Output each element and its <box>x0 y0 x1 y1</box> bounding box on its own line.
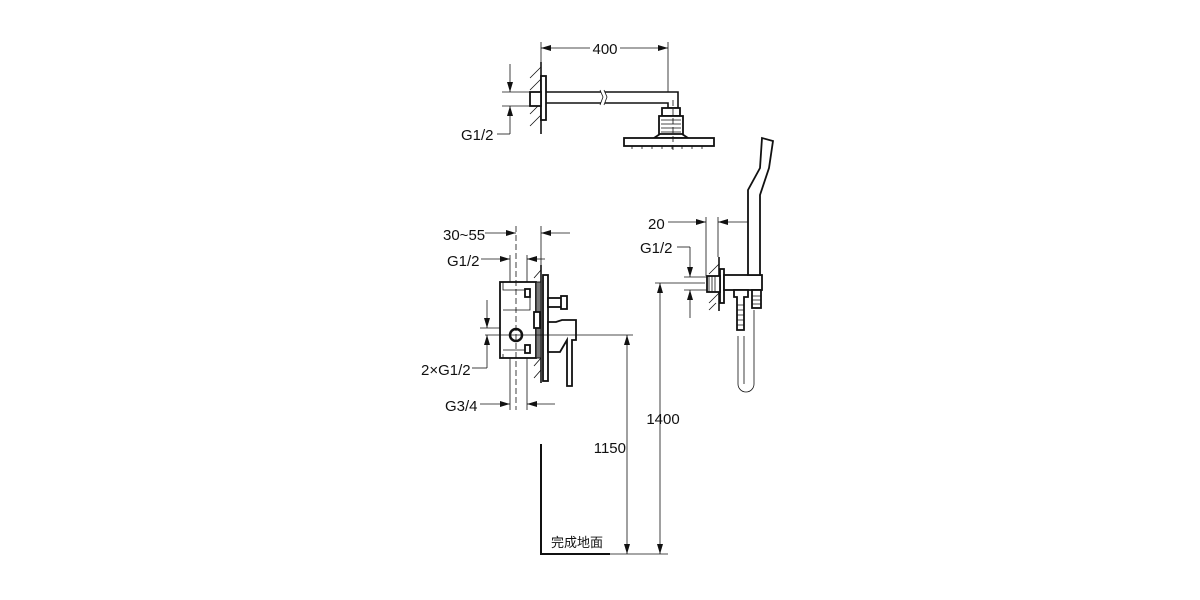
concealed-mixer <box>485 226 633 410</box>
floor-label: 完成地面 <box>551 536 603 551</box>
outlet-offset-label: 20 <box>648 216 665 233</box>
mixer-height-label: 1150 <box>594 440 626 457</box>
dimension-outlet-offset: 20 <box>648 216 748 276</box>
dimension-head-inlet: G1/2 <box>461 64 530 144</box>
overhead-shower <box>529 62 715 150</box>
outlet-thread-label: G1/2 <box>640 240 673 257</box>
dimension-arm-length: 400 <box>540 41 669 92</box>
dimension-mixer-inlet: G1/2 <box>447 253 545 282</box>
mixer-inlet-label: G1/2 <box>447 253 480 270</box>
dimension-mixer-height: 1150 <box>594 335 630 554</box>
finished-floor: 完成地面 <box>540 444 668 555</box>
dimension-outlet-height: 1400 <box>646 283 680 554</box>
hand-shower-outlet <box>655 136 775 393</box>
head-inlet-label: G1/2 <box>461 127 494 144</box>
dimension-mixer-outlets: 2×G1/2 <box>421 300 500 379</box>
arm-length-label: 400 <box>592 41 617 58</box>
dimension-outlet-thread: G1/2 <box>640 240 707 318</box>
dimension-mixer-supply: G3/4 <box>445 358 555 415</box>
mixer-outlets-label: 2×G1/2 <box>421 362 471 379</box>
outlet-height-label: 1400 <box>646 411 679 428</box>
dimension-mixer-depth: 30~55 <box>443 226 570 265</box>
mixer-depth-label: 30~55 <box>443 227 485 244</box>
mixer-supply-label: G3/4 <box>445 398 478 415</box>
